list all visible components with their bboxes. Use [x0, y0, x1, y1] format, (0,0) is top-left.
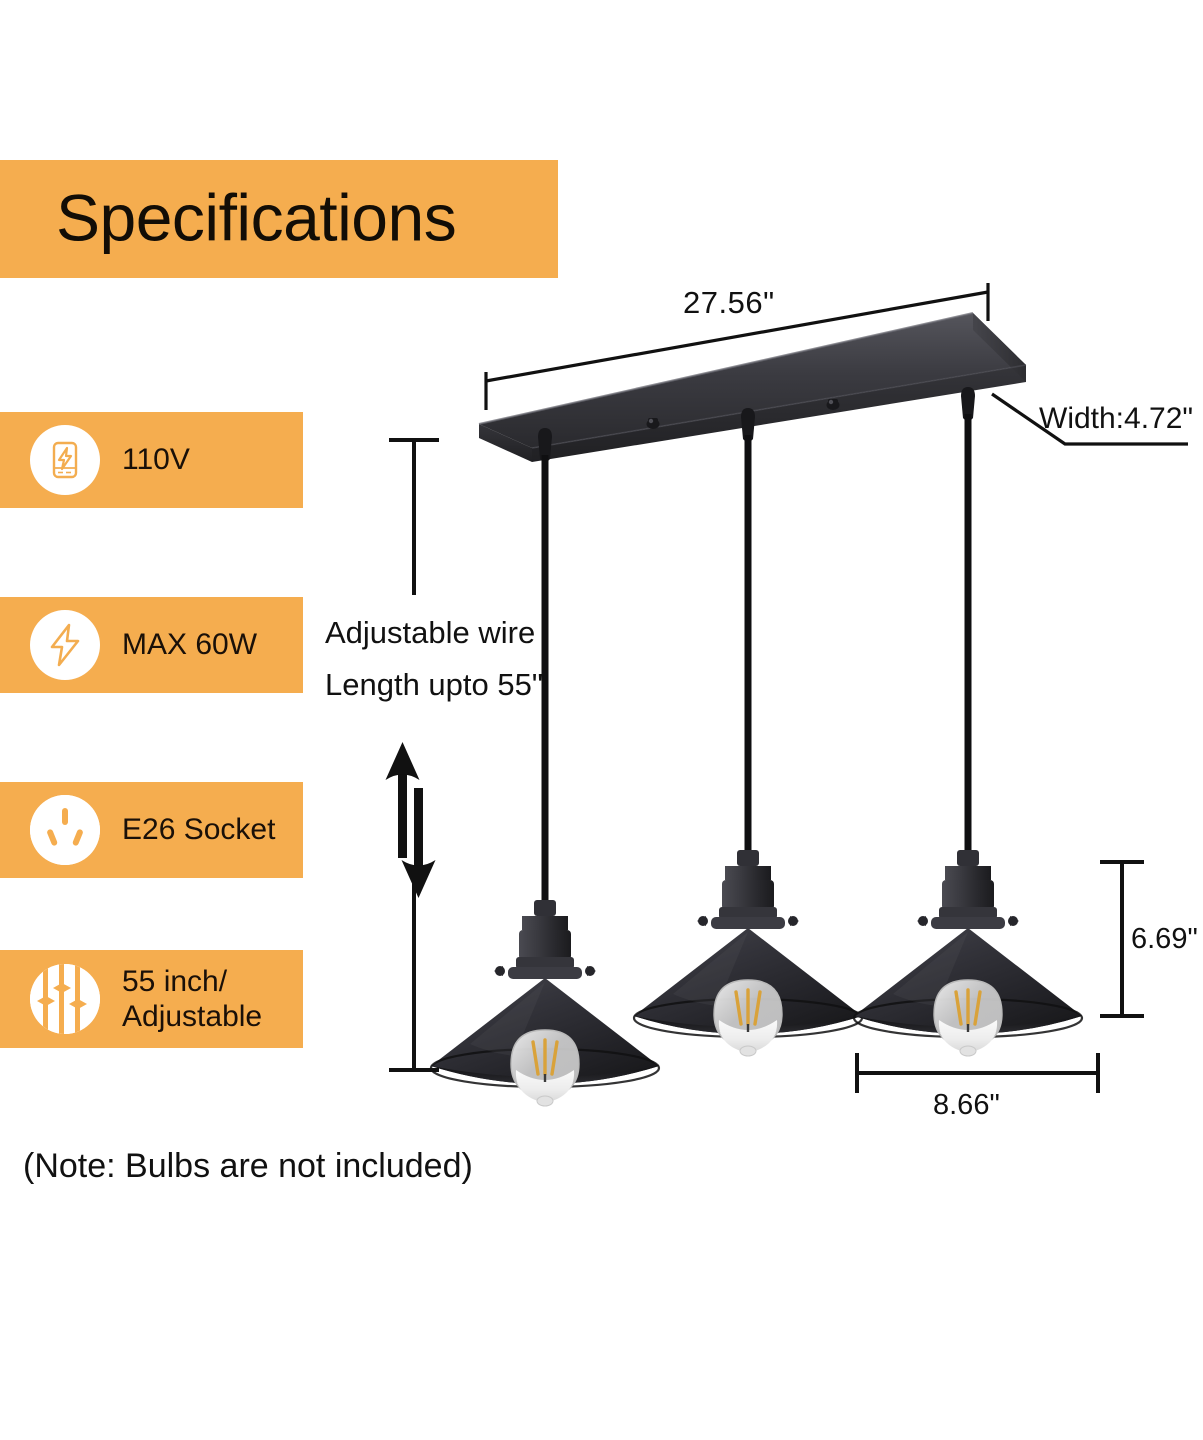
- page-title: Specifications: [56, 180, 457, 255]
- dimension-label-shade-height: 6.69": [1131, 923, 1198, 955]
- specifications-header-banner: Specifications: [0, 160, 558, 278]
- arrow-down-icon: [401, 788, 436, 898]
- dimension-label-canopy-length: 27.56": [683, 285, 775, 320]
- dimension-label-canopy-width: Width:4.72": [1039, 402, 1194, 435]
- adjustable-wire-label-line1: Adjustable wire: [325, 615, 536, 650]
- lightning-bolt-icon: [30, 610, 100, 680]
- arrow-up-icon: [385, 742, 420, 858]
- spec-badge-label: E26 Socket: [122, 813, 276, 847]
- dimension-adjustable-wire: [389, 438, 439, 1072]
- bulb-right: [933, 979, 1003, 1057]
- spec-badge-label: 110V: [122, 443, 190, 477]
- pendant-light-left: [429, 428, 661, 1107]
- bulbs-not-included-note: (Note: Bulbs are not included): [23, 1147, 473, 1185]
- spec-badge-socket: E26 Socket: [0, 782, 303, 878]
- battery-bolt-icon: [30, 425, 100, 495]
- spec-badge-wattage: MAX 60W: [0, 597, 303, 693]
- dimension-label-shade-diameter: 8.66": [933, 1089, 1000, 1121]
- spec-badge-length: 55 inch/ Adjustable: [0, 950, 303, 1048]
- spec-badge-label: MAX 60W: [122, 628, 258, 662]
- canopy-plate: [478, 312, 1027, 462]
- dimension-line-shade-diameter: [855, 1053, 1100, 1093]
- bulb-left: [510, 1029, 580, 1107]
- spec-badge-voltage: 110V: [0, 412, 303, 508]
- pendant-light-right: [852, 387, 1084, 1057]
- power-socket-icon: [30, 795, 100, 865]
- pendant-light-middle: [632, 408, 864, 1057]
- adjustable-wire-label-line2: Length upto 55": [325, 667, 543, 702]
- spec-badge-label: 55 inch/ Adjustable: [122, 964, 263, 1033]
- bulb-middle: [713, 979, 783, 1057]
- adjustable-cord-icon: [30, 964, 100, 1034]
